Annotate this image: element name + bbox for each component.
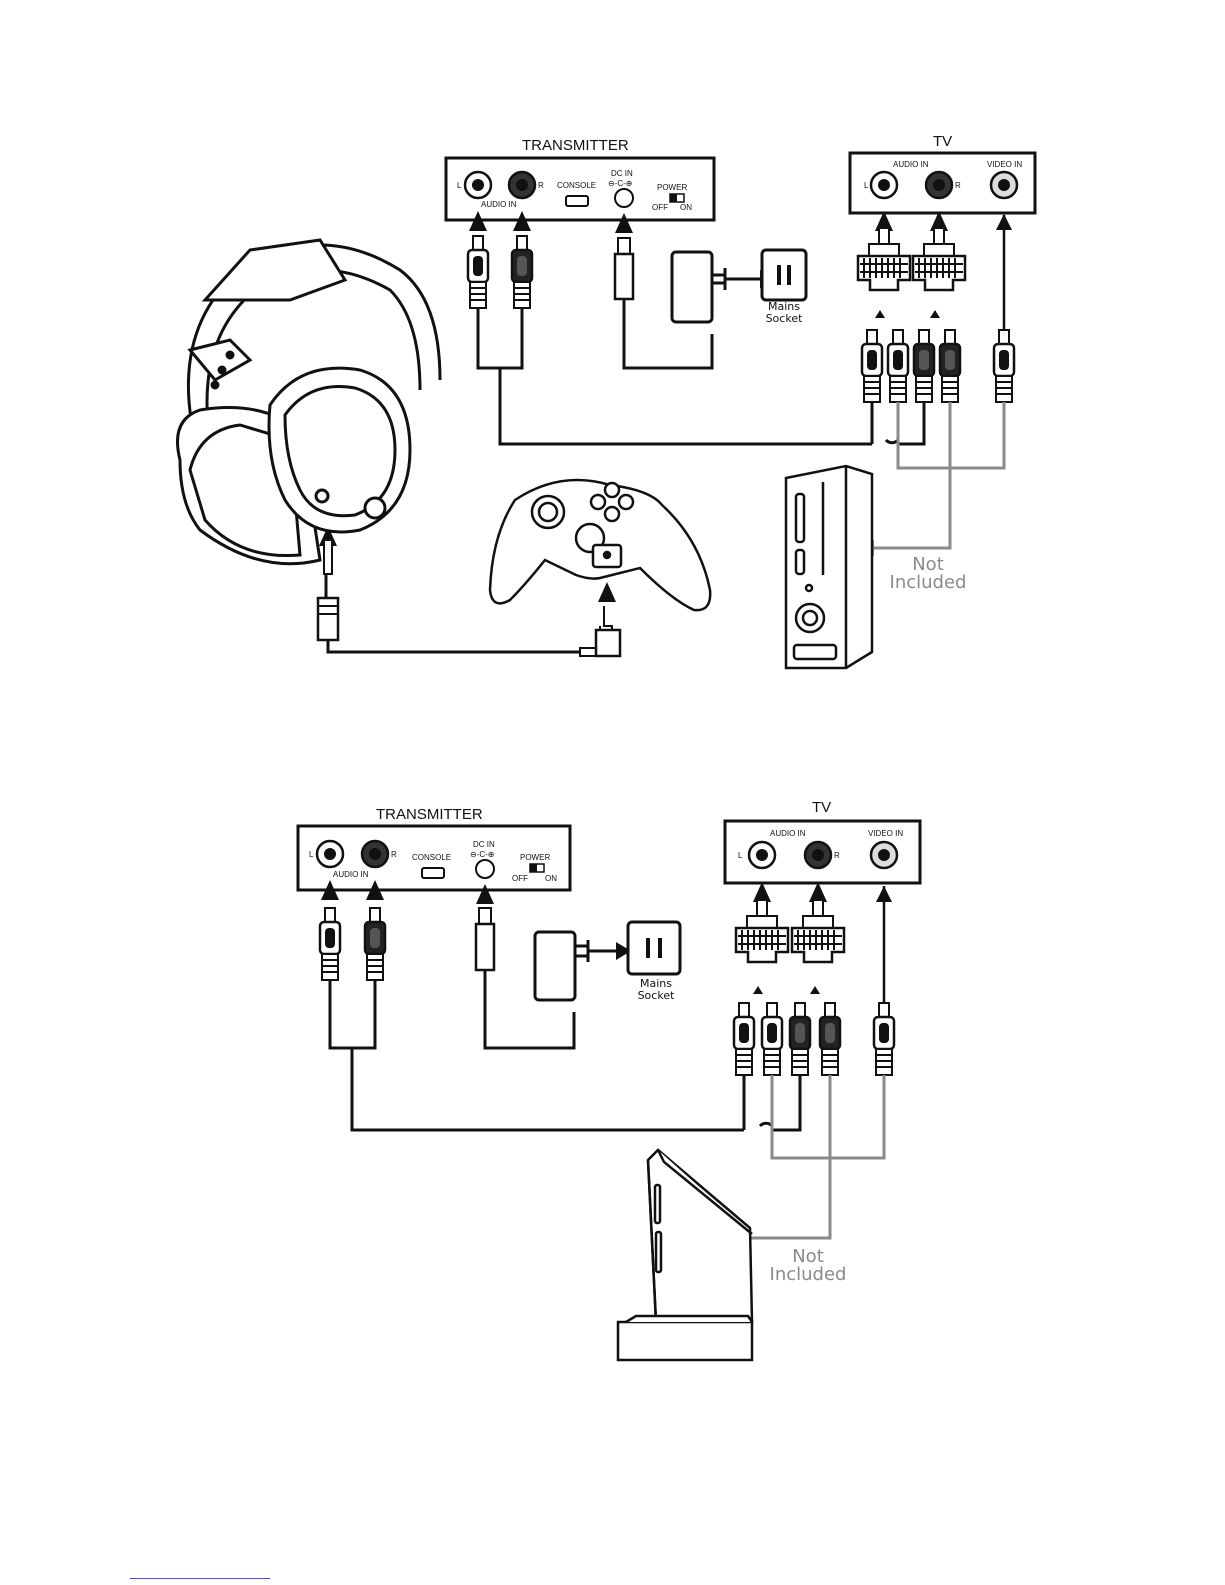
console-port-icon	[422, 868, 444, 878]
transmitter-title: TRANSMITTER	[522, 137, 629, 154]
tv-left-label: L	[738, 851, 743, 860]
rca-plug-red	[820, 1003, 840, 1075]
dc-in-jack-icon	[615, 189, 633, 207]
transmitter-audio-left-jack	[317, 841, 343, 867]
tv-audio-in-label: AUDIO IN	[893, 160, 929, 169]
console-av-cable	[872, 402, 1004, 548]
tv-right-label: R	[834, 851, 840, 860]
rca-splitter-left	[858, 228, 910, 290]
rca-splitter-right	[913, 228, 965, 290]
transmitter-audio-left-jack	[465, 172, 491, 198]
transmitter-power-label: POWER	[657, 183, 687, 192]
rca-plug-white	[888, 330, 908, 402]
tv-title: TV	[812, 799, 831, 816]
rca-plug-red	[790, 1003, 810, 1075]
transmitter-power-label: POWER	[520, 853, 550, 862]
transmitter-on-label: ON	[545, 874, 557, 883]
rca-splitter-left	[736, 900, 788, 962]
transmitter-title: TRANSMITTER	[376, 806, 483, 823]
headset-cable	[328, 620, 580, 652]
tv-left-label: L	[864, 181, 869, 190]
rca-plug-white	[320, 908, 340, 980]
transmitter-right-label: R	[391, 850, 397, 859]
tv-audio-right-jack	[926, 172, 952, 198]
transmitter-dc-polarity: ⊖-C-⊕	[470, 850, 495, 859]
game-controller-icon	[490, 480, 710, 610]
rca-plug-red	[940, 330, 960, 402]
wii-console-icon	[618, 1150, 752, 1360]
transmitter-off-label: OFF	[512, 874, 528, 883]
not-included-label-line2: Included	[890, 572, 967, 593]
arrow-up-icon	[598, 582, 616, 602]
rca-plug-yellow	[994, 330, 1014, 402]
audio-cable	[478, 308, 872, 444]
tv-audio-left-jack	[871, 172, 897, 198]
audio-cable	[330, 980, 744, 1130]
tv-video-in-jack	[871, 842, 897, 868]
mains-socket-icon	[762, 250, 806, 300]
tv-right-label: R	[955, 181, 961, 190]
rca-plug-red	[914, 330, 934, 402]
rca-plug-yellow	[874, 1003, 894, 1075]
transmitter-left-label: L	[309, 850, 314, 859]
rca-splitter-right	[792, 900, 844, 962]
dc-in-jack-icon	[476, 860, 494, 878]
dc-plug-icon	[618, 238, 630, 254]
transmitter-audio-right-jack	[509, 172, 535, 198]
xbox-console-icon	[786, 466, 872, 668]
tv-video-in-label: VIDEO IN	[868, 829, 903, 838]
mains-socket-label-line2: Socket	[638, 989, 676, 1002]
console-port-icon	[566, 196, 588, 206]
headset-cable-plug	[596, 630, 620, 656]
transmitter-audio-in-label: AUDIO IN	[333, 870, 369, 879]
rca-plug-red	[512, 236, 532, 308]
transmitter-console-label: CONSOLE	[412, 853, 451, 862]
diagram-1: TRANSMITTER L R AUDIO IN CONSOLE DC IN ⊖…	[178, 133, 1036, 668]
tv-audio-in-label: AUDIO IN	[770, 829, 806, 838]
transmitter-audio-in-label: AUDIO IN	[481, 200, 517, 209]
mains-socket-icon	[628, 922, 680, 974]
transmitter-dc-polarity: ⊖-C-⊕	[608, 179, 633, 188]
tv-audio-left-jack	[749, 842, 775, 868]
console-av-cable	[746, 1075, 884, 1238]
mains-socket-label-line2: Socket	[766, 312, 804, 325]
dc-plug-icon	[479, 908, 491, 924]
tv-title: TV	[933, 133, 952, 150]
transmitter-dc-in-label: DC IN	[611, 169, 633, 178]
rca-plug-white	[862, 330, 882, 402]
rca-plug-white	[762, 1003, 782, 1075]
rca-plug-white	[734, 1003, 754, 1075]
diagram-2: TRANSMITTER L R AUDIO IN CONSOLE DC IN ⊖…	[298, 799, 920, 1360]
not-included-label-line2: Included	[770, 1264, 847, 1285]
tv-video-in-jack	[991, 172, 1017, 198]
rca-plug-red	[365, 908, 385, 980]
transmitter-audio-right-jack	[362, 841, 388, 867]
power-adapter-icon	[672, 252, 712, 322]
transmitter-on-label: ON	[680, 203, 692, 212]
transmitter-left-label: L	[457, 181, 462, 190]
transmitter-console-label: CONSOLE	[557, 181, 596, 190]
footer-rule	[130, 1578, 270, 1580]
transmitter-right-label: R	[538, 181, 544, 190]
power-adapter-icon	[535, 932, 575, 1000]
rca-plug-white	[468, 236, 488, 308]
transmitter-dc-in-label: DC IN	[473, 840, 495, 849]
transmitter-off-label: OFF	[652, 203, 668, 212]
tv-audio-right-jack	[805, 842, 831, 868]
headset-icon	[178, 240, 441, 564]
tv-video-in-label: VIDEO IN	[987, 160, 1022, 169]
